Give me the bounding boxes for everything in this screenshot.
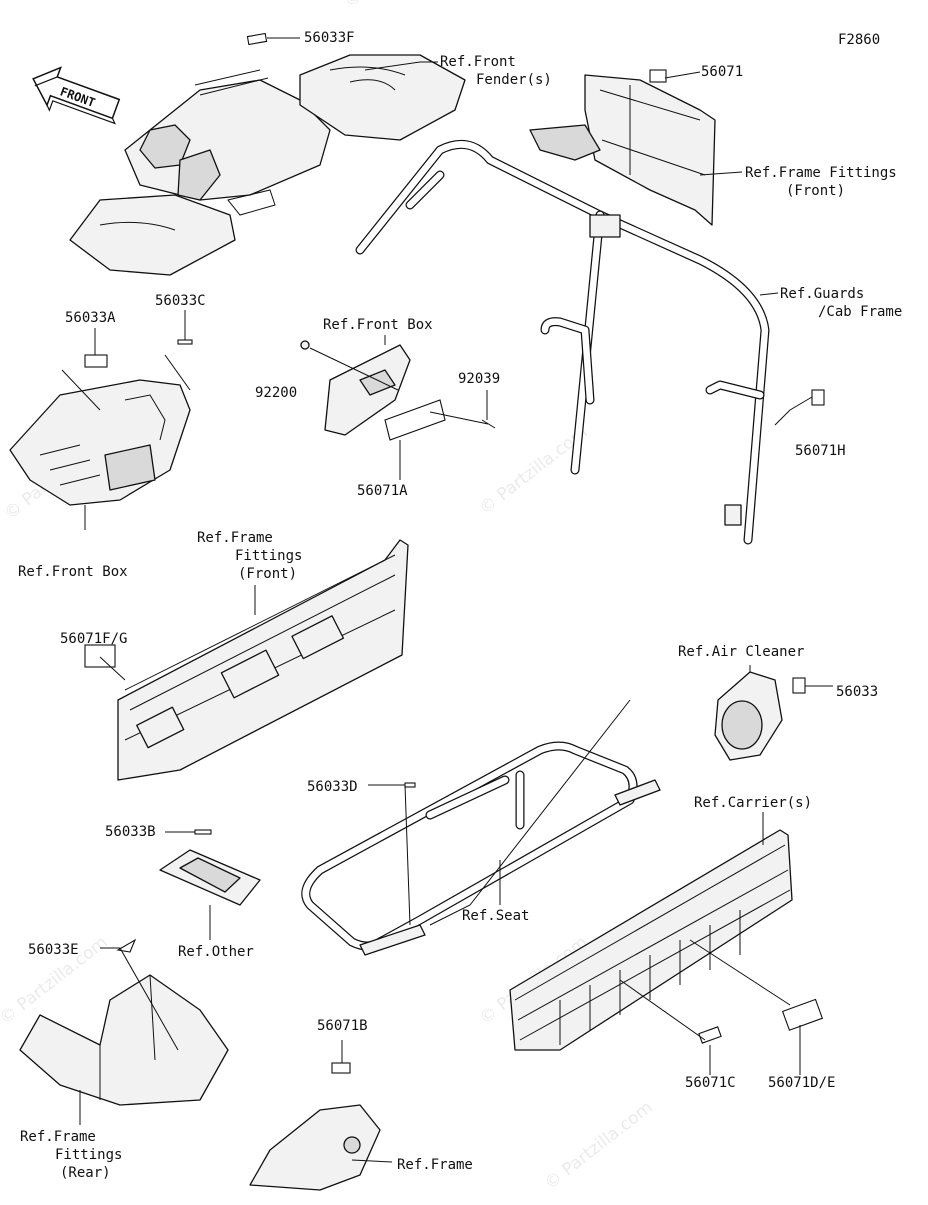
seat-frame [301, 741, 661, 956]
callout-ref-frame: Ref.Frame [397, 1157, 473, 1173]
callout-ref-seat: Ref.Seat [462, 908, 529, 924]
callout-56033c: 56033C [155, 293, 206, 309]
watermark: © Partzilla.com [341, 0, 457, 12]
callout-ref-guards-cab-frame-line2: /Cab Frame [818, 304, 902, 320]
callout-ref-frame-fittings-front-line2: (Front) [786, 183, 845, 199]
callout-56033a: 56033A [65, 310, 116, 326]
callout-ref-frame-fittings-rear-line2: Fittings [55, 1147, 122, 1163]
callout-56071f-g: 56071F/G [60, 631, 127, 647]
callout-ref-other: Ref.Other [178, 944, 254, 960]
callout-92039: 92039 [458, 371, 500, 387]
frame-section [249, 1062, 381, 1191]
frame-fittings-rear [19, 938, 229, 1106]
callout-56071d-e: 56071D/E [768, 1075, 835, 1091]
callout-ref-front-fender-line2: Fender(s) [476, 72, 552, 88]
figure-code: F2860 [838, 32, 880, 48]
callout-56033: 56033 [836, 684, 878, 700]
callout-ref-frame-fittings-mid-line2: Fittings [235, 548, 302, 564]
air-cleaner [714, 671, 806, 761]
callout-56033b: 56033B [105, 824, 156, 840]
callout-56071b: 56071B [317, 1018, 368, 1034]
callout-56071c: 56071C [685, 1075, 736, 1091]
watermark: © Partzilla.com [541, 1097, 657, 1194]
callout-ref-frame-fittings-rear: Ref.Frame [20, 1129, 96, 1145]
front-box-lid [300, 340, 496, 441]
callout-ref-frame-fittings-rear-line3: (Rear) [60, 1165, 111, 1181]
carrier-tailgate [509, 829, 824, 1051]
callout-labels: 56033F Ref.Front Fender(s) 56071 Ref.Fra… [18, 30, 902, 1181]
callout-ref-frame-fittings-mid: Ref.Frame [197, 530, 273, 546]
callout-ref-front-fender: Ref.Front [440, 54, 516, 70]
boot-cover [159, 829, 261, 906]
cab-frame [355, 139, 825, 545]
frame-fittings-front-mid [84, 539, 409, 781]
callout-56071: 56071 [701, 64, 743, 80]
callout-ref-front-box-left: Ref.Front Box [18, 564, 128, 580]
callout-ref-frame-fittings-front: Ref.Frame Fittings [745, 165, 897, 181]
callout-ref-frame-fittings-mid-line3: (Front) [238, 566, 297, 582]
front-direction-arrow-icon: FRONT [32, 66, 121, 125]
callout-ref-front-box-center: Ref.Front Box [323, 317, 433, 333]
callout-ref-carriers: Ref.Carrier(s) [694, 795, 812, 811]
callout-56033d: 56033D [307, 779, 358, 795]
callout-ref-air-cleaner: Ref.Air Cleaner [678, 644, 804, 660]
front-floor-assembly [69, 32, 466, 276]
callout-ref-guards-cab-frame: Ref.Guards [780, 286, 864, 302]
callout-56033f: 56033F [304, 30, 355, 46]
meter-panel-front-box [9, 339, 193, 506]
callout-56033e: 56033E [28, 942, 79, 958]
callout-92200: 92200 [255, 385, 297, 401]
frame-fittings-front-top [529, 69, 716, 226]
callout-56071a: 56071A [357, 483, 408, 499]
leader-lines [61, 37, 833, 1163]
callout-56071h: 56071H [795, 443, 846, 459]
